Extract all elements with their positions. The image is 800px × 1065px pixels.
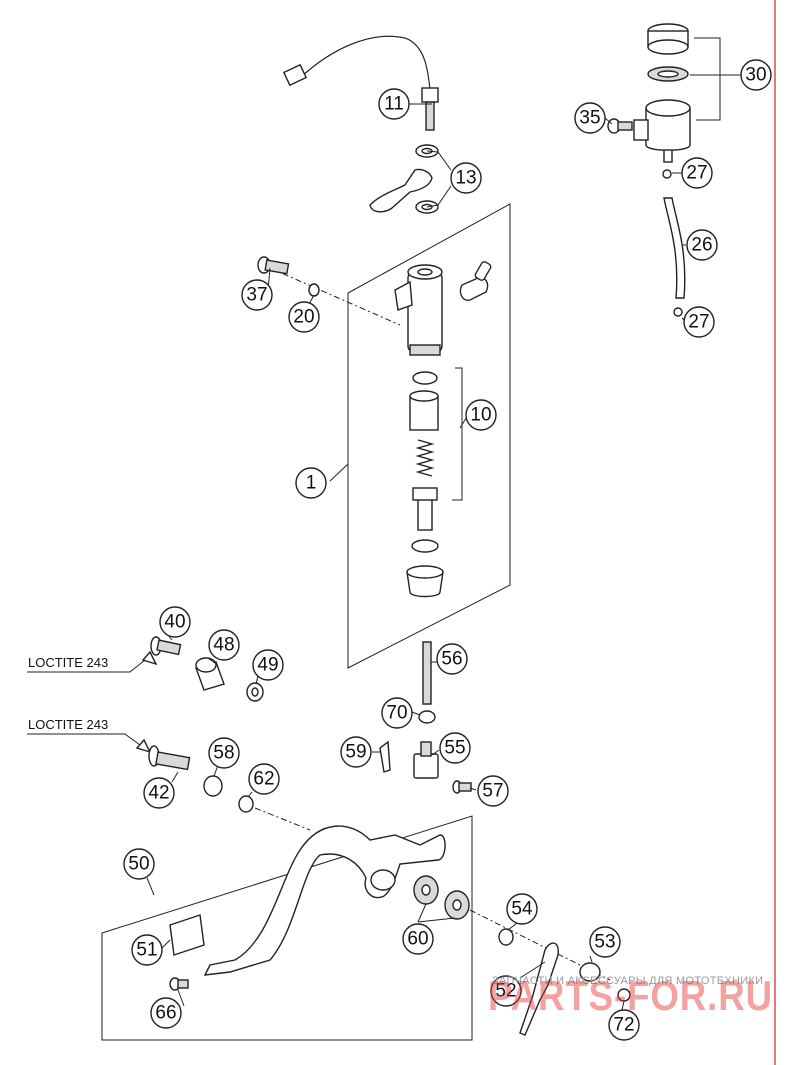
spring-52 (519, 942, 559, 1036)
callout-30: 30 (740, 59, 772, 91)
svg-text:54: 54 (511, 899, 533, 920)
svg-text:70: 70 (386, 703, 407, 724)
callout-54: 54 (506, 893, 538, 925)
callout-51: 51 (131, 934, 163, 966)
loctite-note-lower: LOCTITE 243 (28, 717, 108, 732)
washer-54 (498, 928, 514, 946)
loctite-note-upper: LOCTITE 243 (28, 655, 108, 670)
assembly-line-37 (269, 267, 401, 326)
svg-text:48: 48 (213, 635, 234, 656)
group-1-frame (347, 203, 511, 669)
svg-text:62: 62 (253, 769, 274, 790)
callout-11: 11 (378, 88, 410, 120)
svg-text:56: 56 (441, 649, 462, 670)
svg-text:35: 35 (579, 108, 600, 129)
callout-26: 26 (686, 229, 718, 261)
svg-text:53: 53 (594, 932, 615, 953)
svg-text:1: 1 (306, 473, 317, 494)
callout-1: 1 (295, 467, 327, 499)
callout-70: 70 (381, 697, 413, 729)
svg-text:57: 57 (482, 781, 503, 802)
bearing-60 (413, 875, 470, 920)
assembly-line-42 (254, 807, 311, 831)
pushrod-56 (422, 641, 432, 705)
svg-text:49: 49 (257, 655, 278, 676)
clamp-27-lower (673, 307, 683, 317)
callout-72: 72 (608, 1009, 640, 1041)
callout-42: 42 (143, 777, 175, 809)
svg-text:58: 58 (213, 743, 234, 764)
washer-62 (238, 795, 254, 813)
brake-light-switch (282, 35, 439, 131)
svg-text:27: 27 (686, 163, 707, 184)
svg-text:13: 13 (455, 168, 476, 189)
reservoir (633, 23, 691, 163)
pin-57 (452, 780, 472, 794)
svg-text:52: 52 (495, 981, 516, 1002)
hose-26 (663, 197, 686, 299)
callout-20: 20 (288, 301, 320, 333)
bolt-37 (257, 256, 290, 275)
watermark-logo: PARTS-FOR.RU (488, 972, 773, 1019)
master-cylinder-body (394, 261, 492, 356)
callout-37: 37 (241, 279, 273, 311)
svg-text:55: 55 (444, 738, 465, 759)
callout-58: 58 (208, 737, 240, 769)
svg-text:60: 60 (407, 929, 428, 950)
callout-52: 52 (490, 975, 522, 1007)
brake-pedal (203, 825, 446, 976)
callout-50: 50 (123, 848, 155, 880)
nut-70 (418, 710, 436, 724)
watermark-tagline: ЗАПЧАСТИ И АКСЕССУАРЫ ДЛЯ МОТОТЕХНИКИ (492, 975, 763, 987)
clevis-55 (413, 741, 439, 779)
callout-48: 48 (208, 629, 240, 661)
callout-57: 57 (477, 775, 509, 807)
callout-53: 53 (589, 926, 621, 958)
nut-49 (246, 682, 264, 702)
callout-35: 35 (574, 102, 606, 134)
callout-60: 60 (402, 923, 434, 955)
svg-text:40: 40 (164, 612, 185, 633)
washer-53 (579, 962, 601, 982)
svg-text:66: 66 (155, 1003, 176, 1024)
banjo-bolt-washers (369, 144, 439, 214)
washer-58 (203, 775, 223, 797)
svg-text:26: 26 (691, 235, 712, 256)
svg-text:37: 37 (246, 285, 267, 306)
callout-49: 49 (252, 649, 284, 681)
spring-clip-59 (379, 740, 391, 773)
screw-35 (607, 118, 633, 134)
footrest-51 (169, 914, 205, 956)
svg-text:42: 42 (148, 783, 169, 804)
svg-text:30: 30 (745, 65, 766, 86)
piston-kit (406, 371, 444, 598)
callout-10: 10 (465, 399, 497, 431)
screw-40 (141, 636, 182, 666)
clamp-27-upper (662, 169, 672, 179)
svg-text:72: 72 (613, 1015, 634, 1036)
callout-59: 59 (340, 736, 372, 768)
screw-42 (135, 738, 191, 771)
callout-62: 62 (248, 763, 280, 795)
callout-27-upper: 27 (681, 157, 713, 189)
svg-text:10: 10 (470, 405, 491, 426)
svg-text:59: 59 (345, 742, 366, 763)
svg-text:20: 20 (293, 307, 314, 328)
svg-text:11: 11 (384, 94, 404, 115)
svg-text:51: 51 (136, 940, 157, 961)
callout-40: 40 (159, 606, 191, 638)
bush-48 (195, 657, 225, 691)
svg-text:27: 27 (688, 312, 709, 333)
washer-20 (308, 283, 320, 297)
callout-66: 66 (150, 997, 182, 1029)
callout-13: 13 (450, 162, 482, 194)
callout-55: 55 (439, 732, 471, 764)
screw-66 (169, 977, 189, 991)
callout-27-lower: 27 (683, 306, 715, 338)
svg-text:50: 50 (128, 854, 149, 875)
callout-56: 56 (436, 643, 468, 675)
